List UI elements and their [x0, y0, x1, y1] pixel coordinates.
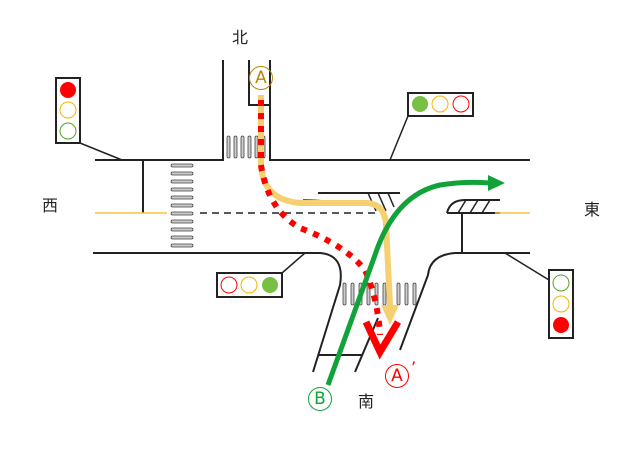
marker-a-prime: A — [385, 364, 409, 388]
south-crosswalk-stripe — [382, 282, 387, 306]
marker-a-prime-mark: ’ — [411, 358, 417, 377]
yellow-arrowhead — [381, 305, 399, 325]
south-crosswalk-stripe — [342, 282, 347, 306]
green-arrowhead — [488, 175, 505, 191]
signal-east — [548, 269, 574, 339]
label-west: 西 — [42, 196, 59, 215]
signal-west — [55, 77, 81, 144]
north-road-right-edge — [269, 60, 530, 161]
route-b-green — [325, 179, 491, 386]
west-crosswalk-stripe — [170, 211, 194, 216]
route-a-red-dotted — [258, 100, 383, 336]
south-crosswalk-stripe — [412, 282, 417, 306]
west-crosswalk-stripe — [170, 235, 194, 240]
marker-a: A — [249, 66, 273, 90]
red-v-mark — [362, 320, 402, 360]
west-crosswalk-stripe — [170, 227, 194, 232]
north-road-left-edge — [95, 60, 224, 161]
south-lane-line — [354, 317, 379, 373]
east-island — [446, 199, 500, 214]
north-crosswalk-stripe — [233, 135, 238, 159]
west-crosswalk-stripe — [170, 179, 194, 184]
label-north: 北 — [232, 28, 249, 47]
signal-connectors — [79, 115, 550, 281]
north-crosswalk-stripe — [226, 135, 231, 159]
west-crosswalk-stripe — [170, 243, 194, 248]
south-west-edge — [93, 252, 342, 373]
west-crosswalk-stripe — [170, 163, 194, 168]
south-east-edge — [399, 252, 530, 351]
hatch — [367, 192, 491, 214]
signal-south — [216, 272, 283, 298]
west-crosswalk-stripe — [170, 187, 194, 192]
marker-b: B — [308, 387, 332, 411]
north-crosswalk-stripe — [247, 135, 252, 159]
label-south: 南 — [358, 392, 375, 411]
south-crosswalk-stripe — [350, 282, 355, 306]
south-crosswalk-stripe — [396, 282, 401, 306]
south-crosswalk-stripe — [374, 282, 379, 306]
west-crosswalk-stripe — [170, 203, 194, 208]
south-crosswalk-stripe — [404, 282, 409, 306]
west-crosswalk-stripe — [170, 195, 194, 200]
signal-north — [407, 92, 474, 117]
label-east: 東 — [584, 200, 601, 219]
north-crosswalk-stripe — [254, 135, 259, 159]
west-crosswalk-stripe — [170, 171, 194, 176]
north-crosswalk-stripe — [240, 135, 245, 159]
west-crosswalk-stripe — [170, 219, 194, 224]
